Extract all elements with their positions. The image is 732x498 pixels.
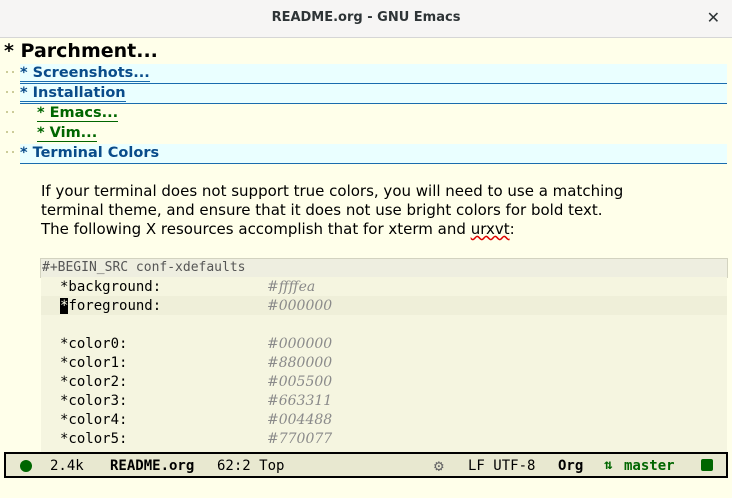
fringe-indicator	[6, 89, 20, 95]
heading-parchment[interactable]: * Parchment...	[4, 40, 158, 62]
paragraph-line-1: If your terminal does not support true c…	[41, 182, 624, 200]
buffer-name[interactable]: README.org	[110, 458, 195, 474]
heading-emacs-label: * Emacs...	[37, 105, 119, 122]
heading-vim-label: * Vim...	[37, 125, 98, 142]
gear-icon[interactable]: ⚙	[434, 456, 444, 475]
paragraph-text-end: :	[509, 220, 515, 238]
code-line-cursor[interactable]: *foreground:	[60, 297, 161, 316]
fringe-indicator	[6, 109, 20, 115]
window-title: README.org - GNU Emacs	[271, 10, 461, 25]
code-value: #770077	[267, 431, 333, 447]
code-key: *color3:	[60, 393, 128, 409]
heading-emacs[interactable]: * Emacs...	[37, 104, 727, 123]
battery-icon	[701, 459, 713, 471]
git-branch-icon: ⇅	[604, 457, 613, 473]
fringe-indicator	[6, 69, 20, 75]
code-value: #004488	[267, 412, 333, 428]
code-key: *color5:	[60, 431, 128, 447]
title-bar[interactable]: README.org - GNU Emacs ✕	[0, 0, 732, 38]
misspelled-word[interactable]: urxvt	[470, 220, 510, 238]
git-branch[interactable]: master	[624, 458, 675, 474]
code-key: *color4:	[60, 412, 128, 428]
close-icon[interactable]: ✕	[706, 8, 720, 27]
heading-screenshots-label: * Screenshots...	[20, 65, 150, 82]
echo-area[interactable]	[0, 478, 732, 498]
code-key: *color2:	[60, 374, 128, 390]
code-value: #005500	[267, 374, 333, 390]
text-cursor: *	[60, 298, 69, 314]
mode-line[interactable]: 2.4k README.org 62:2 Top ⚙ LF UTF-8 Org …	[4, 452, 728, 478]
heading-terminal-colors[interactable]: * Terminal Colors	[20, 144, 727, 164]
src-block-begin[interactable]: #+BEGIN_SRC conf-xdefaults	[40, 258, 728, 278]
code-value: #663311	[267, 393, 333, 409]
paragraph-text: The following X resources accomplish tha…	[41, 220, 471, 238]
heading-installation[interactable]: * Installation	[20, 84, 727, 104]
heading-terminal-label: * Terminal Colors	[20, 145, 160, 161]
fringe-indicator	[6, 129, 20, 135]
heading-screenshots[interactable]: * Screenshots...	[20, 64, 727, 84]
buffer-size: 2.4k	[50, 458, 84, 474]
fringe-indicator	[6, 149, 20, 155]
editor-buffer[interactable]: * Parchment... * Screenshots... * Instal…	[0, 38, 732, 452]
code-value: #000000	[267, 298, 333, 314]
heading-vim[interactable]: * Vim...	[37, 124, 727, 143]
encoding[interactable]: LF UTF-8	[468, 458, 536, 474]
buffer-status-icon	[20, 460, 32, 472]
heading-installation-label: * Installation	[20, 85, 126, 102]
major-mode[interactable]: Org	[558, 458, 584, 474]
code-key: foreground:	[68, 298, 162, 314]
code-value: #ffffea	[267, 279, 316, 295]
cursor-position: 62:2 Top	[217, 458, 285, 474]
current-line-highlight	[41, 296, 727, 315]
code-key: *color1:	[60, 355, 128, 371]
paragraph-line-3: The following X resources accomplish tha…	[41, 220, 691, 239]
code-value: #880000	[267, 355, 333, 371]
paragraph-line-2: terminal theme, and ensure that it does …	[41, 201, 603, 219]
code-value: #000000	[267, 336, 333, 352]
code-key: *background:	[60, 279, 162, 295]
src-begin-label: #+BEGIN_SRC conf-xdefaults	[42, 260, 246, 275]
code-key: *color0:	[60, 336, 128, 352]
